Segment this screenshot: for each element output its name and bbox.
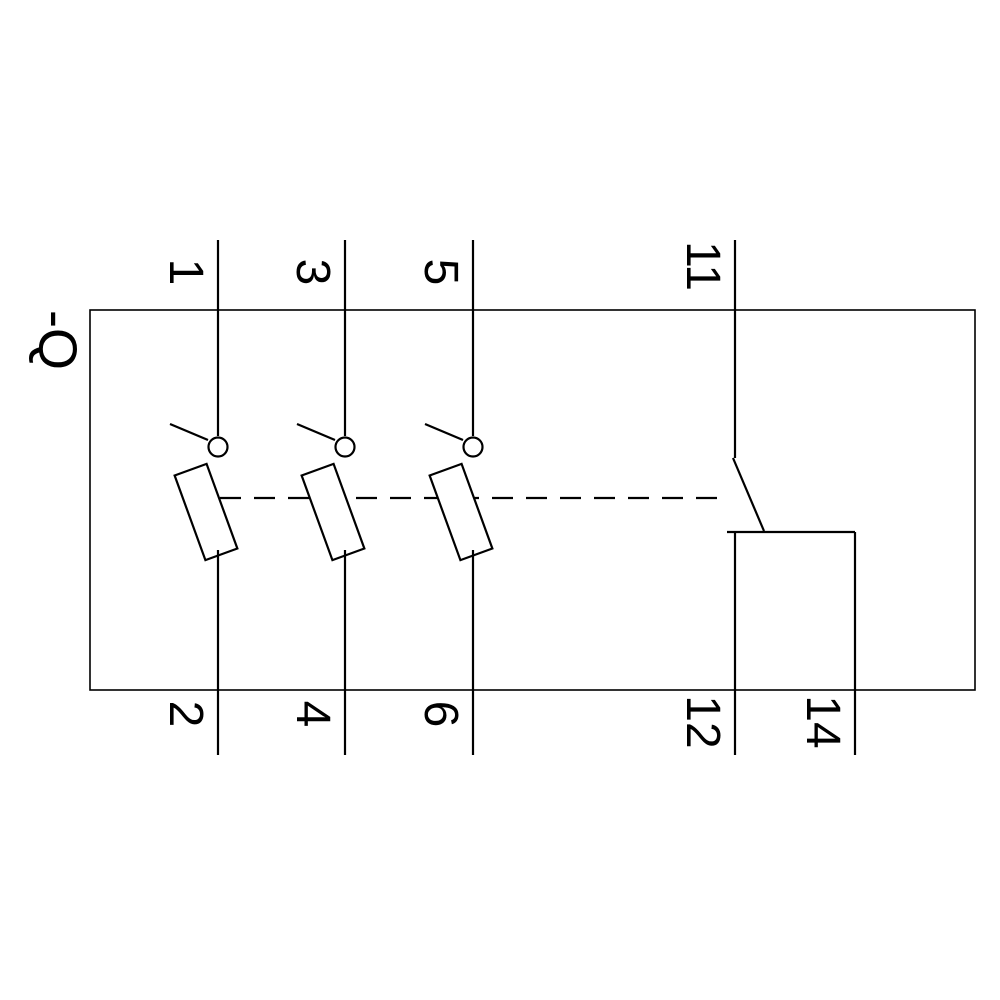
pole-3-symbol (424, 240, 494, 755)
overload-element-box-1 (173, 462, 239, 562)
pole-3-switch-blade (424, 422, 464, 442)
terminal-label-1: 1 (159, 258, 212, 286)
pole-2-switch-blade (296, 422, 336, 442)
pole-3-contact-circle (462, 436, 484, 458)
pole-1-switch-blade (169, 422, 209, 442)
terminal-label-6: 6 (414, 700, 467, 728)
terminal-label-5: 5 (414, 258, 467, 286)
pole-2-contact-circle (334, 436, 356, 458)
pole-1-contact-circle (207, 436, 229, 458)
pole-2-symbol (296, 240, 366, 755)
overload-element-box-2 (300, 462, 366, 562)
terminal-label-3: 3 (286, 258, 339, 286)
overload-element-box-3 (428, 462, 494, 562)
device-outline-box (89, 309, 976, 691)
terminal-label-14: 14 (796, 695, 849, 749)
terminal-label-11: 11 (676, 241, 729, 291)
terminal-label-4: 4 (286, 700, 339, 728)
device-designator-label: -Q (27, 310, 87, 370)
aux-switch-blade (731, 457, 766, 532)
aux-contact-symbol (727, 240, 857, 755)
terminal-label-12: 12 (676, 695, 729, 749)
terminal-label-2: 2 (159, 700, 212, 728)
pole-1-symbol (169, 240, 239, 755)
